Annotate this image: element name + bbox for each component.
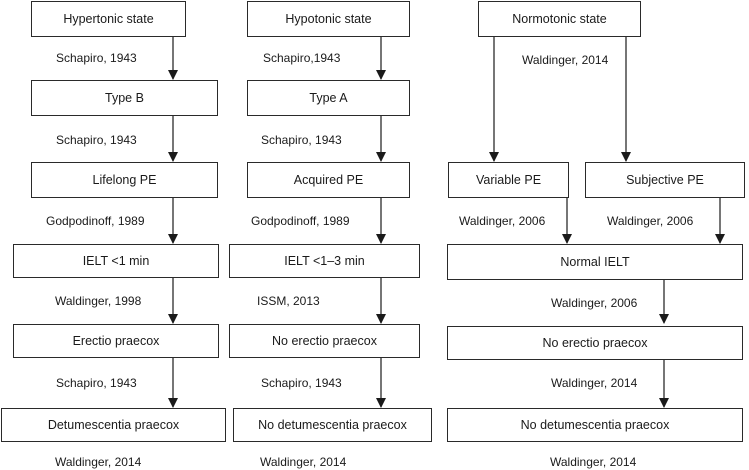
citation-label: Schapiro,1943	[263, 51, 341, 65]
citation-label: Waldinger, 2006	[607, 214, 694, 228]
box-ielt-under-1min: IELT <1 min	[13, 244, 219, 278]
citation-label: Schapiro, 1943	[261, 133, 342, 147]
box-erectio-praecox: Erectio praecox	[13, 324, 219, 358]
citation-label: Waldinger, 2014	[522, 53, 609, 67]
citation-label: Schapiro, 1943	[56, 51, 137, 65]
citation-label: Waldinger, 2014	[260, 455, 347, 469]
box-no-detumescentia-praecox-c3: No detumescentia praecox	[447, 408, 743, 442]
box-detumescentia-praecox: Detumescentia praecox	[1, 408, 226, 442]
box-subjective-pe: Subjective PE	[585, 162, 745, 198]
citation-label: Waldinger, 2014	[551, 376, 638, 390]
citation-label: Waldinger, 2014	[55, 455, 142, 469]
box-type-b: Type B	[31, 80, 218, 116]
citation-label: Waldinger, 2006	[459, 214, 546, 228]
box-acquired-pe: Acquired PE	[247, 162, 410, 198]
citation-label: Waldinger, 1998	[55, 294, 142, 308]
citation-label: Waldinger, 2006	[551, 296, 638, 310]
box-type-a: Type A	[247, 80, 410, 116]
citation-label: Godpodinoff, 1989	[46, 214, 145, 228]
box-no-erectio-praecox-c2: No erectio praecox	[229, 324, 420, 358]
box-no-detumescentia-praecox-c2: No detumescentia praecox	[233, 408, 432, 442]
citation-label: Schapiro, 1943	[56, 376, 137, 390]
box-ielt-1-3min: IELT <1–3 min	[229, 244, 420, 278]
box-hypotonic-state: Hypotonic state	[247, 1, 410, 37]
box-no-erectio-praecox-c3: No erectio praecox	[447, 326, 743, 360]
box-variable-pe: Variable PE	[448, 162, 569, 198]
box-lifelong-pe: Lifelong PE	[31, 162, 218, 198]
box-normotonic-state: Normotonic state	[478, 1, 641, 37]
citation-label: Godpodinoff, 1989	[251, 214, 350, 228]
box-hypertonic-state: Hypertonic state	[31, 1, 186, 37]
citation-label: ISSM, 2013	[257, 294, 320, 308]
box-normal-ielt: Normal IELT	[447, 244, 743, 280]
citation-label: Schapiro, 1943	[261, 376, 342, 390]
citation-label: Schapiro, 1943	[56, 133, 137, 147]
citation-label: Waldinger, 2014	[550, 455, 637, 469]
